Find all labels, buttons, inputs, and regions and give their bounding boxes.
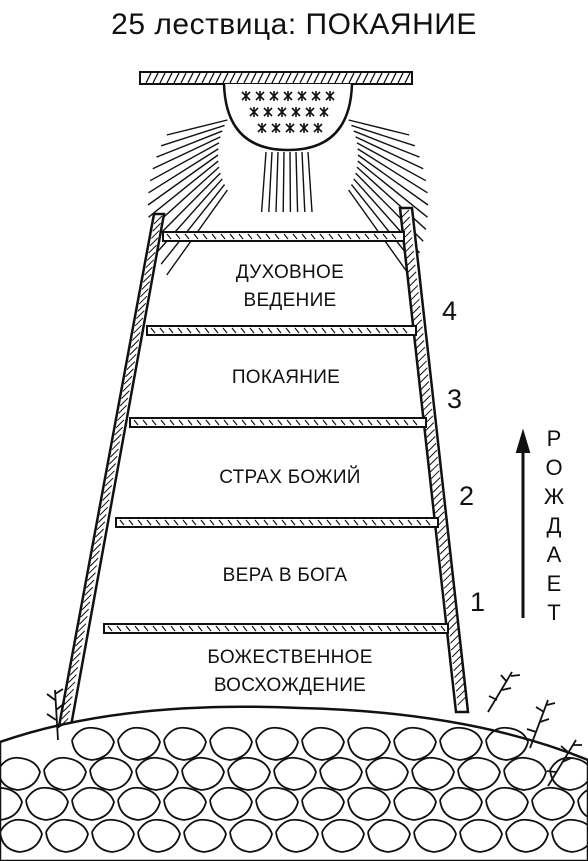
plant-right-icon	[487, 671, 582, 787]
vertical-letter: Е	[546, 571, 562, 596]
step-label-4-line-1: ДУХОВНОЕ	[235, 262, 345, 283]
vertical-letter: Д	[546, 513, 562, 538]
page-title: 25 лествица: ПОКАЯНИЕ	[111, 8, 477, 41]
step-label-1-line-1: ВЕРА В БОГА	[222, 565, 348, 586]
step-label-3-line-1: ПОКАЯНИЕ	[231, 367, 341, 388]
ladder-rung	[146, 325, 417, 336]
step-label-2-line-1: СТРАХ БОЖИЙ	[219, 467, 361, 488]
vertical-letter: О	[545, 455, 563, 480]
ladder-rung	[129, 417, 427, 428]
up-arrow-icon	[515, 428, 531, 618]
plant-left-icon	[46, 688, 66, 741]
step-number-4: 4	[442, 296, 458, 326]
step-label-base-line-1: БОЖЕСТВЕННОЕ	[207, 647, 373, 668]
sun-icon	[147, 83, 429, 276]
ladder-rung	[162, 231, 405, 242]
ladder-rung	[115, 517, 439, 528]
vertical-word: Р О Ж Д А Е Т	[542, 424, 566, 627]
vertical-letter: Т	[547, 600, 561, 625]
vertical-letter: Р	[546, 426, 562, 451]
step-label-4: ДУХОВНОЕ ВЕДЕНИЕ	[200, 259, 380, 315]
step-number-1: 1	[470, 587, 486, 617]
step-number-3: 3	[447, 384, 463, 414]
vertical-letter: А	[546, 542, 562, 567]
vertical-letter: Ж	[543, 484, 565, 509]
step-label-base-line-2: ВОСХОЖДЕНИЕ	[213, 675, 367, 696]
step-label-3: ПОКАЯНИЕ	[196, 364, 376, 392]
ladder-right-rail	[398, 206, 470, 714]
step-label-2: СТРАХ БОЖИЙ	[190, 464, 390, 492]
step-number-2: 2	[459, 481, 475, 511]
ladder-left-rail	[53, 212, 166, 750]
stone-mound	[0, 705, 588, 861]
ladder-rungs	[103, 231, 449, 634]
step-label-base: БОЖЕСТВЕННОЕ ВОСХОЖДЕНИЕ	[170, 644, 410, 700]
ladder-rung	[103, 623, 449, 634]
step-label-1: ВЕРА В БОГА	[180, 562, 390, 590]
top-beam	[139, 71, 413, 85]
step-label-4-line-2: ВЕДЕНИЕ	[243, 290, 337, 311]
